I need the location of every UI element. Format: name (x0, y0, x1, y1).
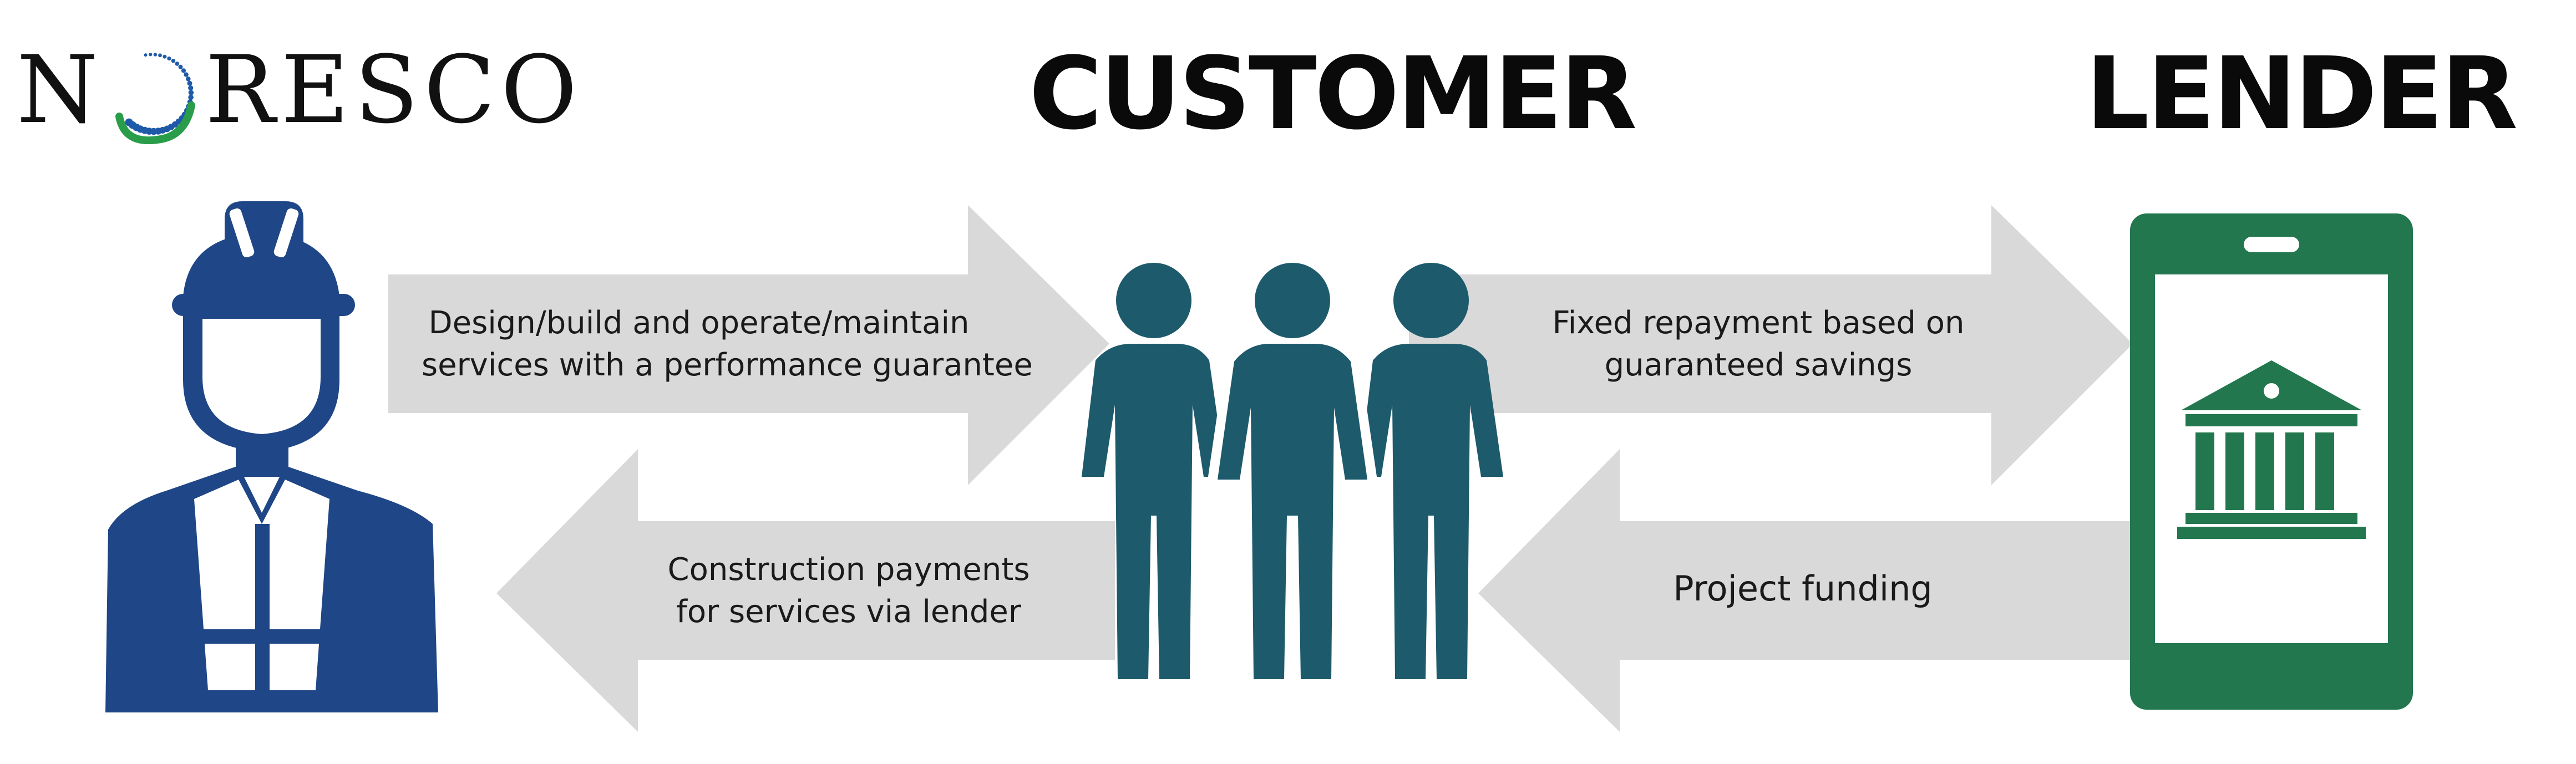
logo-swirl-dot (187, 80, 192, 86)
logo-swirl-arc (115, 101, 195, 144)
logo-swirl-dot (149, 53, 153, 57)
arrow-label-noresco-to-customer: Design/build and operate/maintain servic… (422, 302, 1033, 386)
logo-swirl-dot (175, 62, 180, 66)
arrow-label-lender-to-customer: Project funding (1609, 566, 1997, 612)
logo-swirl-dot (167, 56, 171, 61)
label-line: Fixed repayment based on (1552, 305, 1965, 341)
logo-swirl-dot (178, 64, 183, 69)
label-line: services with a performance guarantee (422, 347, 1033, 383)
arrow-label-customer-to-noresco: Construction payments for services via l… (627, 549, 1071, 633)
logo-swirl-dot (144, 53, 148, 57)
logo-swirl-dot (188, 94, 194, 100)
arrow-customer-to-noresco (496, 449, 1115, 732)
heading-lender: LENDER (2086, 36, 2518, 152)
construction-worker-icon (105, 201, 438, 712)
logo-letter-n: N (17, 35, 104, 144)
logo-swirl-dot (171, 59, 176, 63)
label-line: Design/build and operate/maintain (428, 305, 970, 341)
logo-swirl-icon (115, 53, 195, 144)
label-line: guaranteed savings (1604, 347, 1913, 383)
logo-swirl-dot (125, 118, 133, 126)
label-line: for services via lender (676, 593, 1021, 630)
label-line: Project funding (1673, 568, 1933, 609)
mobile-bank-icon (2130, 213, 2413, 710)
logo-swirl-dot (186, 77, 191, 82)
arrow-lender-to-customer (1478, 449, 2141, 732)
people-group-icon (1082, 257, 1503, 687)
logo-swirl-dot (188, 90, 194, 95)
label-line: Construction payments (667, 552, 1030, 588)
logo-swirl-dot (181, 68, 186, 73)
logo-swirl-dot (158, 53, 162, 58)
logo-swirl-dot (188, 85, 194, 91)
logo-swirl-dot (163, 54, 167, 59)
heading-customer: CUSTOMER (1029, 36, 1637, 152)
arrow-label-customer-to-lender: Fixed repayment based on guaranteed savi… (1509, 302, 2008, 386)
logo-letters-resco: RESCO (205, 35, 583, 144)
arrow-noresco-to-customer (388, 205, 1109, 485)
logo-swirl-dot (184, 72, 189, 77)
logo-swirl-dot (153, 53, 158, 57)
arrow-customer-to-lender (1409, 205, 2133, 485)
